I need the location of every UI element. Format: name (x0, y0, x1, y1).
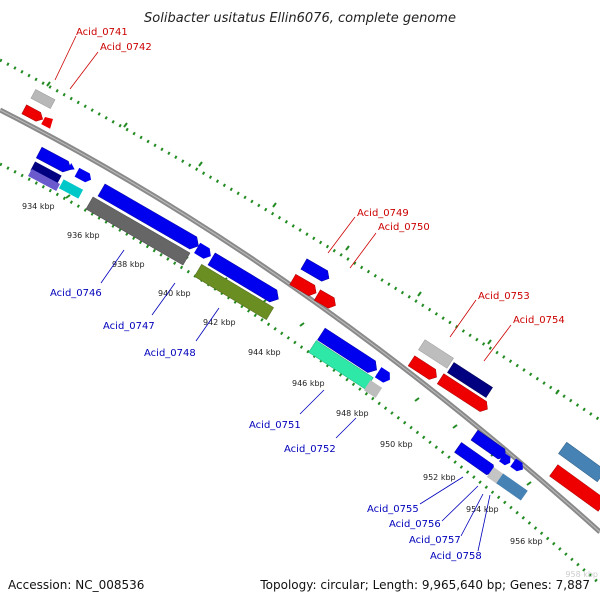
gene-label-acid-0755[interactable]: Acid_0755 (367, 504, 419, 515)
map-title: Solibacter usitatus Ellin6076, complete … (144, 11, 456, 26)
tick-label: 938 kbp (112, 260, 145, 269)
gene-arrow-blue[interactable] (35, 146, 73, 174)
gene-label-acid-0751[interactable]: Acid_0751 (249, 420, 301, 431)
genome-summary-text: Topology: circular; Length: 9,965,640 bp… (260, 578, 590, 592)
gene-label-acid-0753[interactable]: Acid_0753 (478, 291, 530, 302)
gene-arrow-blue[interactable] (510, 458, 526, 473)
gene-bar-dark-gray[interactable] (85, 196, 191, 266)
gene-bar-gray[interactable] (418, 339, 454, 369)
gene-label-acid-0749[interactable]: Acid_0749 (357, 208, 409, 219)
gene-label-acid-0748[interactable]: Acid_0748 (144, 348, 196, 359)
gene-arrow-red[interactable] (21, 104, 45, 124)
gene-arrow-blue[interactable] (74, 167, 94, 184)
tick-label: 944 kbp (248, 348, 281, 357)
reverse-strand-features (27, 146, 528, 501)
gene-label-acid-0742[interactable]: Acid_0742 (100, 42, 152, 53)
gene-arrow-red[interactable] (289, 273, 319, 298)
genome-backbone (0, 107, 600, 534)
label-leader-line (349, 232, 377, 269)
reverse-gene-labels: Acid_0746 Acid_0747 Acid_0748 Acid_0751 … (50, 249, 491, 562)
label-leader-line (477, 494, 491, 552)
label-leader-line (151, 282, 176, 316)
gene-label-acid-0750[interactable]: Acid_0750 (378, 222, 430, 233)
label-leader-line (327, 216, 356, 254)
gene-label-acid-0747[interactable]: Acid_0747 (103, 321, 155, 332)
gene-arrow-blue[interactable] (499, 453, 513, 467)
gene-bar-navy[interactable] (30, 161, 62, 185)
gene-arrow-red[interactable] (436, 373, 491, 415)
gene-label-acid-0752[interactable]: Acid_0752 (284, 444, 336, 455)
forward-gene-labels: Acid_0741 Acid_0742 Acid_0749 Acid_0750 … (54, 27, 565, 362)
label-leader-line (69, 51, 99, 90)
gene-label-acid-0746[interactable]: Acid_0746 (50, 288, 102, 299)
gene-arrow-blue[interactable] (194, 242, 214, 262)
gene-arrow-red[interactable] (549, 464, 600, 512)
label-leader-line (299, 389, 325, 415)
label-leader-line (441, 485, 479, 522)
label-leader-line (419, 476, 464, 505)
gene-label-acid-0754[interactable]: Acid_0754 (513, 315, 565, 326)
accession-text: Accession: NC_008536 (8, 578, 145, 592)
gene-arrow-red[interactable] (313, 289, 338, 311)
tick-labels: 934 kbp 936 kbp 938 kbp 940 kbp 942 kbp … (22, 202, 543, 546)
label-leader-line (460, 493, 484, 537)
gene-arrow-red[interactable] (407, 355, 440, 382)
gene-label-acid-0741[interactable]: Acid_0741 (76, 27, 128, 38)
gene-label-acid-0756[interactable]: Acid_0756 (389, 519, 441, 530)
gene-arrow-blue[interactable] (317, 327, 381, 376)
tick-label: 950 kbp (380, 440, 413, 449)
label-leader-line (54, 35, 77, 81)
tick-label: 936 kbp (67, 231, 100, 240)
inner-dotted-ring (0, 162, 600, 586)
tick-label: 952 kbp (423, 473, 456, 482)
gene-bar-cyan[interactable] (58, 179, 84, 199)
label-leader-line (100, 249, 125, 284)
tick-label: 954 kbp (466, 505, 499, 514)
forward-strand-features (21, 89, 600, 512)
label-leader-line (449, 299, 477, 338)
tick-label: 946 kbp (292, 379, 325, 388)
genome-backbone-highlight (0, 109, 600, 533)
tick-label: 956 kbp (510, 537, 543, 546)
gene-bar-steel-blue[interactable] (496, 473, 528, 501)
edge-tick-label: 958 kbp (565, 570, 598, 579)
gene-arrow-blue[interactable] (300, 258, 332, 284)
gene-arrow-blue[interactable] (374, 367, 393, 385)
outer-tick-marks (46, 81, 560, 395)
gene-bar-violet[interactable] (27, 168, 61, 192)
gene-bar-navy[interactable] (447, 362, 493, 398)
inner-tick-marks (65, 194, 532, 486)
tick-label: 940 kbp (158, 289, 191, 298)
label-leader-line (483, 324, 512, 362)
gene-arrow-blue[interactable] (97, 183, 202, 252)
gene-arrow-blue[interactable] (67, 163, 76, 173)
gene-bar-olive[interactable] (194, 264, 274, 320)
label-leader-line (195, 307, 220, 342)
outer-dotted-ring (0, 58, 600, 422)
tick-label: 934 kbp (22, 202, 55, 211)
tick-label: 948 kbp (336, 409, 369, 418)
tick-label: 942 kbp (203, 318, 236, 327)
gene-bar-gray[interactable] (363, 380, 383, 398)
gene-label-acid-0758[interactable]: Acid_0758 (430, 551, 482, 562)
label-leader-line (335, 417, 357, 439)
gene-bar-gray[interactable] (30, 89, 56, 109)
gene-bar-steel-blue[interactable] (558, 441, 600, 483)
gene-arrow-red[interactable] (41, 115, 55, 129)
gene-label-acid-0757[interactable]: Acid_0757 (409, 535, 461, 546)
gene-arrow-blue[interactable] (207, 252, 282, 305)
